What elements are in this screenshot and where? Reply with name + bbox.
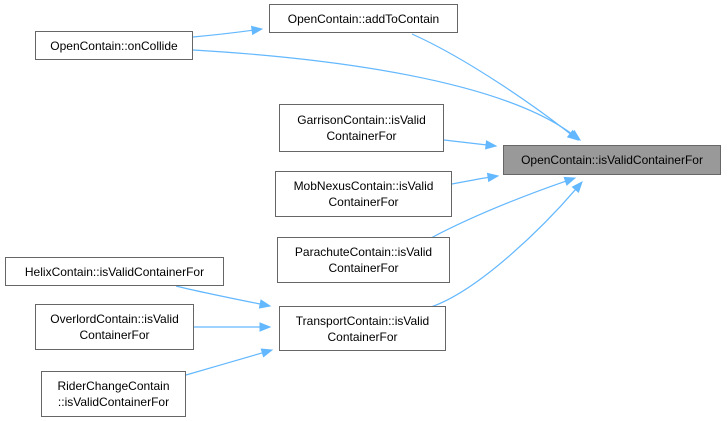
node-opencontain-addtocontain[interactable]: OpenContain::addToContain (269, 4, 458, 33)
node-opencontain-oncollide[interactable]: OpenContain::onCollide (35, 31, 193, 60)
edge-addToContain-to-target (411, 33, 572, 135)
node-label-line: TransportContain::isValid (295, 313, 430, 328)
node-label-line: ContainerFor (328, 195, 399, 209)
node-label-line: OpenContain::addToContain (287, 11, 440, 26)
edge-garrison-to-target (443, 139, 488, 146)
node-transportcontain-isvalidcontainerfor[interactable]: TransportContain::isValid ContainerFor (279, 306, 446, 351)
node-parachutecontain-isvalidcontainerfor[interactable]: ParachuteContain::isValid ContainerFor (277, 237, 450, 283)
node-riderchangecontain-isvalidcontainerfor[interactable]: RiderChangeContain ::isValidContainerFor (41, 371, 186, 417)
node-opencontain-isvalidcontainerfor: OpenContain::isValidContainerFor (503, 145, 721, 175)
node-garrisoncontain-isvalidcontainerfor[interactable]: GarrisonContain::isValid ContainerFor (279, 104, 444, 152)
edge-arrowhead (571, 180, 583, 194)
node-label-line: HelixContain::isValidContainerFor (24, 264, 205, 279)
edge-parachute-to-target (430, 180, 567, 239)
edge-arrowhead (259, 322, 272, 332)
node-overlordcontain-isvalidcontainerfor[interactable]: OverlordContain::isValid ContainerFor (35, 304, 194, 350)
node-label-line: ::isValidContainerFor (57, 395, 170, 409)
node-label-line: ParachuteContain::isValid (294, 245, 433, 259)
node-label-line: OverlordContain::isValid (50, 312, 179, 326)
edge-transport-to-target (430, 188, 577, 308)
node-helixcontain-isvalidcontainerfor[interactable]: HelixContain::isValidContainerFor (5, 257, 224, 286)
edge-arrowhead (260, 348, 274, 358)
edge-arrowhead (568, 129, 582, 141)
node-label-line: ContainerFor (327, 329, 398, 344)
edge-riderChange-to-transport (185, 351, 264, 376)
node-label-line: MobNexusContain::isValid (293, 179, 434, 193)
edge-helix-to-transport (175, 285, 262, 305)
edge-mobNexus-to-target (451, 176, 490, 185)
node-mobnexuscontain-isvalidcontainerfor[interactable]: MobNexusContain::isValid ContainerFor (275, 171, 452, 217)
edge-onCollide-to-addToContain (192, 29, 254, 38)
edge-arrowhead (250, 25, 264, 36)
node-label-line: ContainerFor (326, 129, 397, 143)
node-label-line: OpenContain::isValidContainerFor (521, 153, 703, 167)
node-label-line: OpenContain::onCollide (50, 38, 178, 53)
edge-arrowhead (563, 176, 577, 186)
edge-arrowhead (485, 140, 498, 150)
edge-onCollide-to-target (192, 49, 574, 136)
node-label-line: GarrisonContain::isValid (297, 113, 426, 127)
node-label-line: ContainerFor (328, 261, 399, 275)
node-label-line: RiderChangeContain (57, 379, 170, 393)
node-label-line: ContainerFor (79, 328, 150, 342)
edge-arrowhead (258, 299, 272, 309)
edge-arrowhead (486, 172, 500, 183)
